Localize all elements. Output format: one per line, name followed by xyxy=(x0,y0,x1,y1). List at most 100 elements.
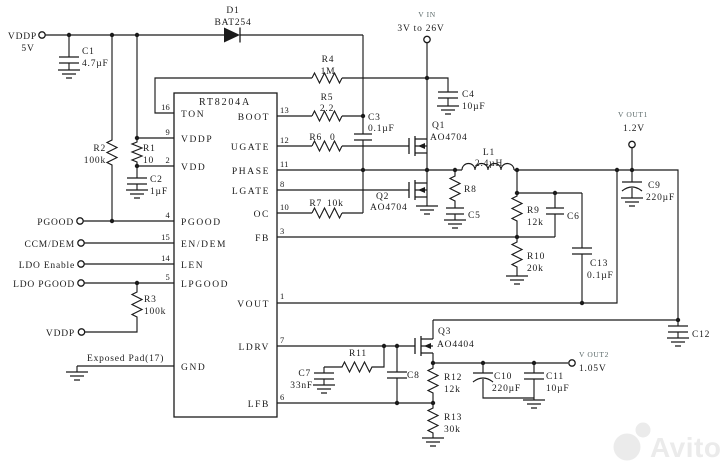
capacitor-c10: C10 220µF xyxy=(472,363,534,399)
label-r8-ref: R8 xyxy=(464,185,477,195)
label-r5-value: 2.2 xyxy=(320,104,334,114)
label-c11-ref: C11 xyxy=(546,372,564,382)
resistor-r8: R8 xyxy=(448,170,477,208)
ic-pin-gnd: GND xyxy=(181,363,206,373)
resistor-r9: R9 12k xyxy=(510,193,544,237)
ic-pin-ton: TON xyxy=(181,110,205,120)
label-r7-ref: R7 xyxy=(309,199,322,209)
terminal-circle xyxy=(77,239,85,247)
resistor-r3: R3 100k xyxy=(85,283,166,333)
label-ldo-enable: LDO Enable xyxy=(19,261,75,271)
inductor-l1: L1 2.4µH xyxy=(461,148,515,171)
pin-number-1: 1 xyxy=(280,291,284,301)
label-r6-ref: R6 xyxy=(309,133,322,143)
label-c3-value: 0.1µF xyxy=(368,124,395,134)
mosfet-q1: Q1 AO4704 xyxy=(408,121,467,156)
label-r3-value: 100k xyxy=(144,307,166,317)
label-r7-value: 10k xyxy=(327,199,344,209)
avito-watermark: Avito xyxy=(613,422,720,463)
label-c7-ref: C7 xyxy=(298,369,311,379)
pin-number-6: 6 xyxy=(280,392,284,402)
terminal-ccm-dem: CCM/DEM xyxy=(25,239,85,250)
capacitor-c11: C11 10µF xyxy=(523,363,569,409)
terminal-ldo-enable: LDO Enable xyxy=(19,260,85,271)
pin-number-7: 7 xyxy=(280,335,284,345)
ic-pin-lpgood: LPGOOD xyxy=(181,280,229,290)
ground-symbol xyxy=(621,197,643,207)
ic-pin-vout: VOUT xyxy=(237,300,270,310)
terminal-vout1: V OUT1 1.2V xyxy=(618,110,647,149)
ic-body xyxy=(173,92,278,418)
label-q3-value: AO4404 xyxy=(437,340,475,350)
ic-pin-phase: PHASE xyxy=(232,167,270,177)
label-ldo-pgood: LDO PGOOD xyxy=(13,280,75,290)
terminal-circle xyxy=(76,217,84,225)
label-c1-ref: C1 xyxy=(82,47,95,57)
label-c4-value: 10µF xyxy=(462,102,485,112)
ic-pin-fb: FB xyxy=(255,234,270,244)
label-r6-value: 0 xyxy=(330,133,336,143)
label-l1-ref: L1 xyxy=(483,148,495,158)
label-q1-ref: Q1 xyxy=(432,121,445,131)
label-r12-value: 12k xyxy=(444,385,461,395)
label-r9-value: 12k xyxy=(527,218,544,228)
label-q2-ref: Q2 xyxy=(376,192,389,202)
terminal-circle xyxy=(38,31,46,39)
mosfet-arrow xyxy=(418,187,425,193)
ground-symbol xyxy=(58,69,80,79)
capacitor-c12: C12 xyxy=(667,320,710,347)
label-vout2-value: 1.05V xyxy=(579,364,607,374)
ground-symbol xyxy=(313,384,335,394)
label-vddp-bottom: VDDP xyxy=(46,329,75,339)
label-c2-value: 1µF xyxy=(150,187,168,197)
label-r3-ref: R3 xyxy=(144,295,157,305)
resistor-r5: R5 2.2 xyxy=(311,93,343,123)
exposed-pad: Exposed Pad(17) xyxy=(66,353,163,381)
label-c13-value: 0.1µF xyxy=(587,271,614,281)
terminal-circle xyxy=(77,260,85,268)
resistor-r12: R12 12k xyxy=(426,363,462,403)
label-r12-ref: R12 xyxy=(444,373,462,383)
terminal-vout2: V OUT2 1.05V xyxy=(568,350,608,374)
ic-name: RT8204A xyxy=(199,97,251,108)
label-pgood: PGOOD xyxy=(37,218,74,228)
terminal-circle xyxy=(77,328,86,336)
capacitor-c3: C3 0.1µF xyxy=(354,113,395,141)
label-q3-ref: Q3 xyxy=(438,327,451,337)
diode-symbol xyxy=(224,27,240,43)
label-c2-ref: C2 xyxy=(150,175,163,185)
label-c1-value: 4.7µF xyxy=(82,59,109,69)
label-c5-ref: C5 xyxy=(468,211,481,221)
resistor-r7: R7 10k xyxy=(309,199,344,220)
ic-pin-ldrv: LDRV xyxy=(239,343,271,353)
resistor-r10: R10 20k xyxy=(506,237,544,285)
label-vddp-top-value: 5V xyxy=(21,44,34,54)
ic-pin-lfb: LFB xyxy=(248,400,270,410)
pin-number-16: 16 xyxy=(161,102,170,112)
ic-rt8204a: RT8204A TON VDDP VDD PGOOD EN/DEM LEN LP… xyxy=(161,92,289,418)
ground-symbol xyxy=(422,437,444,447)
ic-pin-endem: EN/DEM xyxy=(181,240,227,250)
ground-symbol xyxy=(437,105,459,115)
ground-symbol xyxy=(523,399,545,409)
ground-symbol xyxy=(667,337,689,347)
label-c12-ref: C12 xyxy=(692,330,710,340)
terminal-vddp-top: VDDP 5V xyxy=(8,31,46,54)
ground-symbol xyxy=(416,205,438,215)
terminal-circle xyxy=(568,359,576,367)
capacitor-c6: C6 xyxy=(546,193,579,237)
terminal-pgood: PGOOD xyxy=(37,217,84,228)
label-r10-value: 20k xyxy=(527,264,544,274)
label-ccm-dem: CCM/DEM xyxy=(25,240,75,250)
label-vddp-top: VDDP xyxy=(8,32,37,42)
mosfet-q3: Q3 AO4404 xyxy=(414,320,475,363)
ground-symbol xyxy=(506,275,528,285)
mosfet-arrow xyxy=(418,143,425,149)
resistor-r4: R4 1M xyxy=(311,55,343,85)
capacitor-c5: C5 xyxy=(444,207,481,229)
pin-number-14: 14 xyxy=(161,253,170,263)
label-vin: V IN xyxy=(418,10,435,19)
terminal-circle xyxy=(423,35,431,44)
ground-symbol xyxy=(66,366,88,381)
